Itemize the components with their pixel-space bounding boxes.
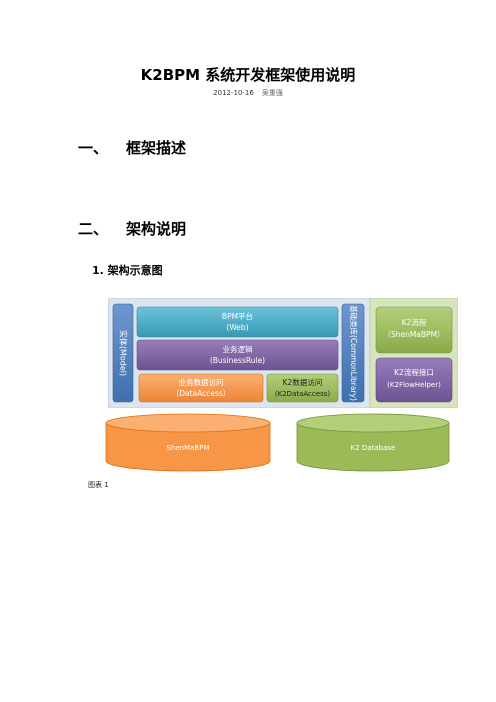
web-layer-box [136,306,339,338]
web-layer-subtitle: (Web) [226,323,248,332]
data-access-box [138,373,264,403]
k2-data-access-subtitle: (K2DataAccess) [275,390,330,398]
k2-flow-helper-box [375,357,453,403]
data-access-subtitle: （DataAccess） [172,389,231,398]
database-shenmabpm-label: ShenMaBPM [166,444,209,452]
architecture-diagram: 实体(Model) 基础类库(CommonLibrary) BPM平台 (Web… [108,298,458,408]
document-date: 2012-10-16 [213,89,254,97]
section-heading-1: 一、框架描述 [78,137,186,158]
web-layer-title: BPM平台 [222,311,253,321]
subsection-heading: 1. 架构示意图 [92,264,163,277]
database-k2-label: K2 Database [351,444,396,452]
model-label: 实体(Model) [119,330,129,376]
model-box [112,303,134,403]
database-k2: K2 Database [296,413,450,472]
k2-data-access-box [266,373,339,403]
business-rule-box [136,339,339,371]
database-shenmabpm: ShenMaBPM [105,413,271,472]
k2-flow-box [375,306,453,354]
k2-flow-helper-subtitle: (K2FlowHelper) [387,381,441,389]
k2-flow-title: K2流程 [402,317,427,327]
document-meta: 2012-10-16 吴重强 [0,88,496,98]
business-rule-title: 业务逻辑 [223,344,253,354]
document-author: 吴重强 [261,89,283,97]
common-library-label: 基础类库(CommonLibrary) [349,305,359,401]
section-number: 一、 [78,139,109,157]
k2-flow-subtitle: （ShenMaBPM） [383,330,444,339]
section-heading-2: 二、架构说明 [78,218,186,239]
business-rule-subtitle: (BusinessRule) [210,356,265,365]
k2-flow-helper-title: K2流程接口 [394,367,434,377]
data-access-title: 业务数据访问 [179,377,224,387]
k2-data-access-title: K2数据访问 [283,377,323,387]
section-title: 架构说明 [126,220,187,238]
figure-caption: 图表 1 [88,481,109,489]
document-title: K2BPM 系统开发框架使用说明 [140,66,356,84]
common-library-box [341,303,365,403]
section-number: 二、 [78,220,109,238]
section-title: 框架描述 [126,139,187,157]
